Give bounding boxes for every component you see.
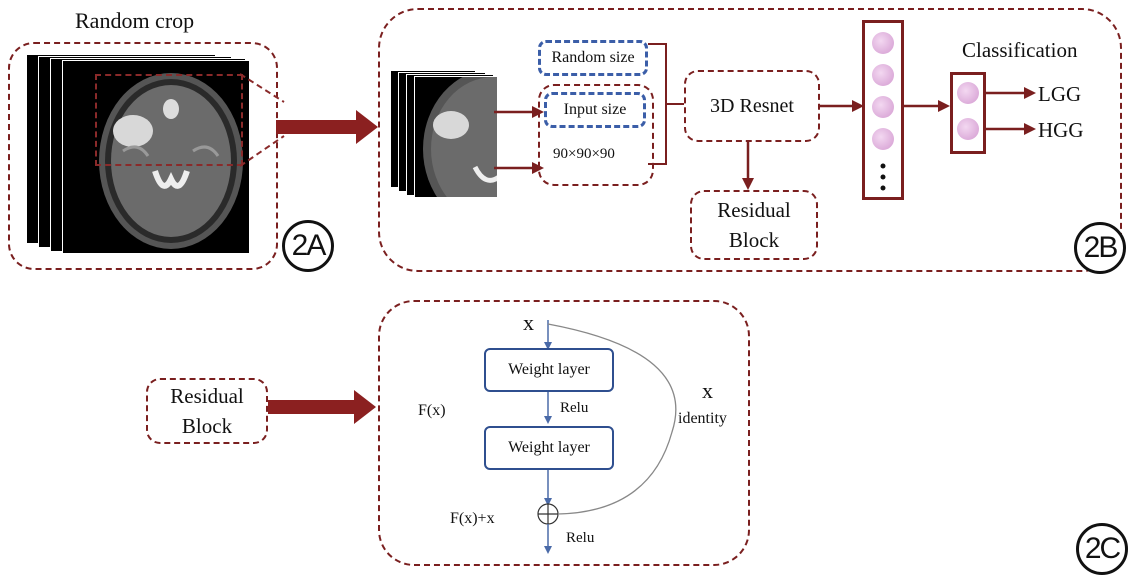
- residual-connections: [537, 320, 677, 554]
- weight-layer-1: Weight layer: [484, 348, 614, 392]
- crop-projection-lines: [240, 73, 285, 167]
- random-size-box: Random size: [538, 40, 648, 76]
- classification-label: Classification: [962, 38, 1078, 62]
- fx-label: F(x): [418, 402, 446, 419]
- arrows-to-outputs: [986, 87, 1036, 135]
- crop-region: [95, 74, 243, 166]
- output-hgg: HGG: [1038, 118, 1084, 142]
- identity-label: identity: [678, 410, 727, 427]
- crop-slice-front: [414, 76, 498, 198]
- residual-block-box-c: Residual Block: [146, 378, 268, 444]
- residual-block-box-b: Residual Block: [690, 190, 818, 260]
- relu-label-1: Relu: [560, 400, 589, 416]
- panel-c-frame: [378, 300, 750, 566]
- input-dims: 90×90×90: [553, 146, 615, 162]
- badge-2b: 2B: [1074, 222, 1126, 274]
- classifier-node-lgg: [957, 82, 979, 104]
- bracket-to-resnet: [648, 43, 684, 165]
- ellipsis-dots: [880, 163, 886, 191]
- residual-b-line1: Residual: [717, 198, 791, 222]
- feature-node: [872, 128, 894, 150]
- input-size-group: [538, 84, 654, 186]
- arrow-nodes-to-classifier: [904, 100, 950, 112]
- identity-x-label: x: [702, 378, 713, 403]
- mri-slice-front: [62, 60, 250, 254]
- relu-label-2: Relu: [566, 530, 595, 546]
- residual-c-line1: Residual: [170, 384, 244, 408]
- feature-node: [872, 64, 894, 86]
- classifier-node-hgg: [957, 118, 979, 140]
- feature-node: [872, 32, 894, 54]
- output-lgg: LGG: [1038, 82, 1082, 106]
- residual-b-line2: Block: [728, 228, 780, 252]
- weight-layer-2: Weight layer: [484, 426, 614, 470]
- feature-node: [872, 96, 894, 118]
- badge-2c: 2C: [1076, 523, 1128, 575]
- residual-c-line2: Block: [181, 414, 233, 438]
- panel-a-title: Random crop: [75, 8, 195, 33]
- panel-b-frame: [378, 8, 1122, 272]
- resnet-box: 3D Resnet: [684, 70, 820, 142]
- arrow-residual-to-detail: [268, 390, 376, 424]
- sum-label: F(x)+x: [450, 510, 495, 527]
- arrow-resnet-to-residual: [742, 142, 754, 190]
- arrow-resnet-to-nodes: [820, 100, 864, 112]
- arrow-a-to-b: [276, 110, 378, 144]
- badge-2a: 2A: [282, 220, 334, 272]
- panel-a-frame: [8, 42, 278, 270]
- input-size-box: Input size: [544, 92, 646, 128]
- input-x-label: x: [523, 310, 534, 335]
